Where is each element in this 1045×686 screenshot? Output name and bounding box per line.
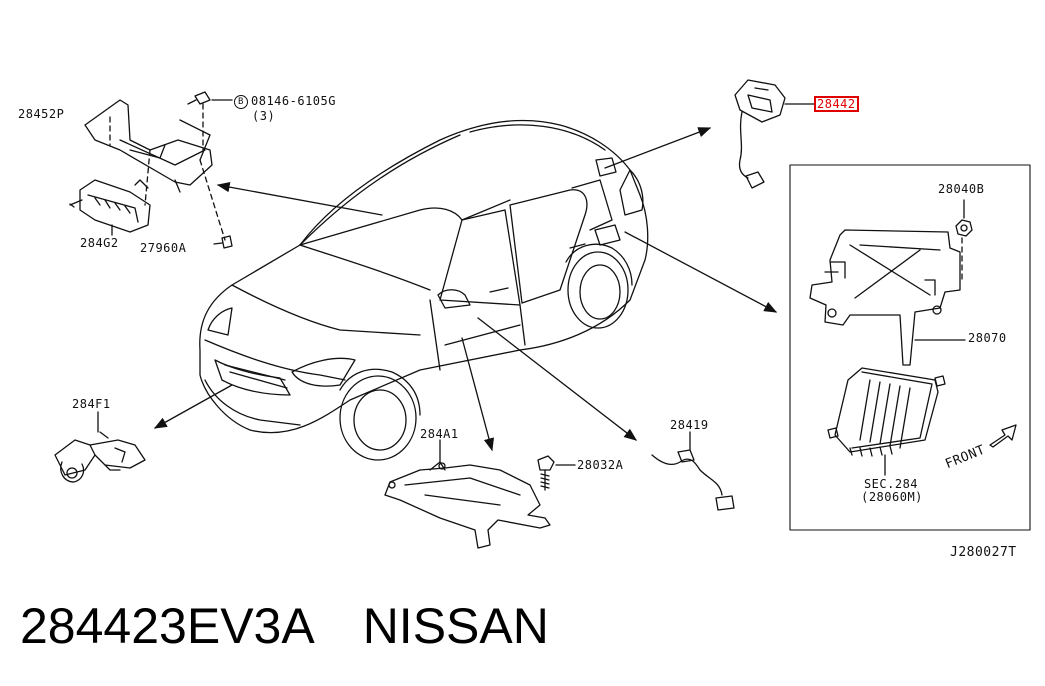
part-number: 284423EV3A	[20, 598, 315, 654]
bracket-28452p	[84, 99, 226, 241]
front-direction-arrow	[989, 424, 1017, 448]
nut-28040b	[955, 199, 973, 237]
module-panel-frame	[789, 164, 1031, 531]
label-28032a: 28032A	[577, 458, 624, 472]
label-284a1: 284A1	[420, 427, 459, 441]
label-284g2: 284G2	[80, 236, 119, 250]
footer-caption: 284423EV3A NISSAN	[20, 598, 597, 654]
label-27960a: 27960A	[140, 241, 187, 255]
bolt-28032a	[537, 455, 576, 491]
diagram-code: J280027T	[950, 545, 1017, 560]
camera-28442	[734, 79, 816, 189]
label-28070: 28070	[968, 331, 1007, 345]
label-28419: 28419	[670, 418, 709, 432]
label-sec-284: SEC.284	[863, 477, 919, 491]
bolt-b-icon: B	[234, 95, 248, 109]
camera-284f1	[54, 411, 146, 483]
label-28442: 28442	[814, 96, 859, 112]
harness-28419	[651, 431, 735, 511]
label-284f1: 284F1	[72, 397, 111, 411]
vehicle-outline	[199, 119, 649, 461]
brand-name: NISSAN	[362, 598, 549, 654]
unit-284g2	[69, 179, 151, 236]
screw-27960a	[213, 235, 233, 249]
control-unit-28060m	[827, 367, 946, 476]
bracket-284a1	[384, 439, 551, 549]
label-28452p: 28452P	[18, 107, 65, 121]
label-28040b: 28040B	[938, 182, 985, 196]
label-08146-qty: (3)	[252, 109, 276, 123]
bolt-08146	[187, 91, 233, 105]
callout-arrows	[153, 127, 778, 452]
label-28060m: (28060M)	[861, 490, 923, 504]
bracket-28070	[809, 229, 966, 366]
